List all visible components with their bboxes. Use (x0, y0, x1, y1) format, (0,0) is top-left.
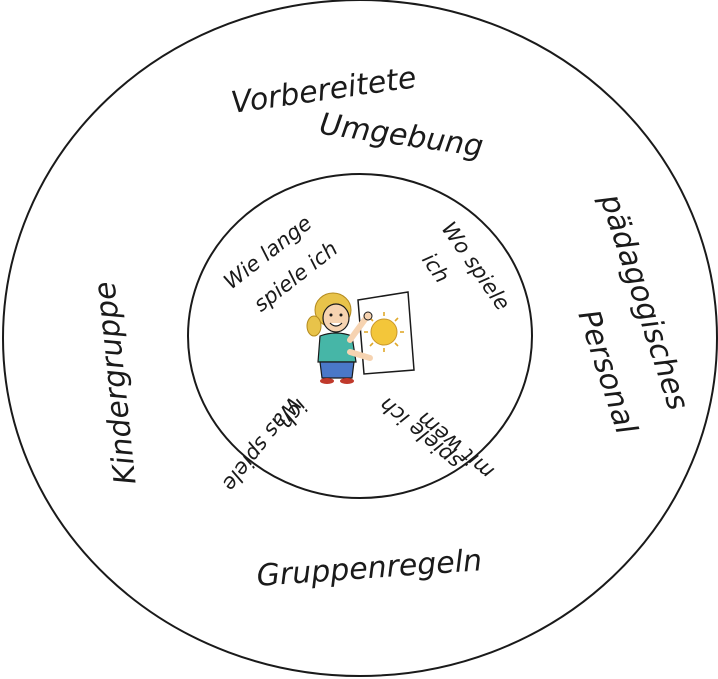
outer-label-bottom: Gruppenregeln (255, 543, 483, 594)
inner-label-top-right: Wo spiele ich (417, 217, 515, 314)
label-ich-2: ich (417, 249, 454, 288)
label-umgebung: Umgebung (317, 107, 485, 165)
child-holding-sun-drawing-icon (306, 291, 415, 384)
label-personal: Personal (571, 305, 644, 439)
outer-label-top: Vorbereitete Umgebung (229, 60, 485, 164)
label-gruppenregeln: Gruppenregeln (255, 543, 483, 594)
outer-label-left: Kindergruppe (87, 280, 143, 486)
inner-circle (187, 173, 533, 499)
label-kindergruppe: Kindergruppe (87, 280, 143, 486)
inner-label-bottom-right: mit wem spiele ich (375, 392, 499, 484)
outer-label-right: pädagogisches Personal (571, 189, 696, 439)
